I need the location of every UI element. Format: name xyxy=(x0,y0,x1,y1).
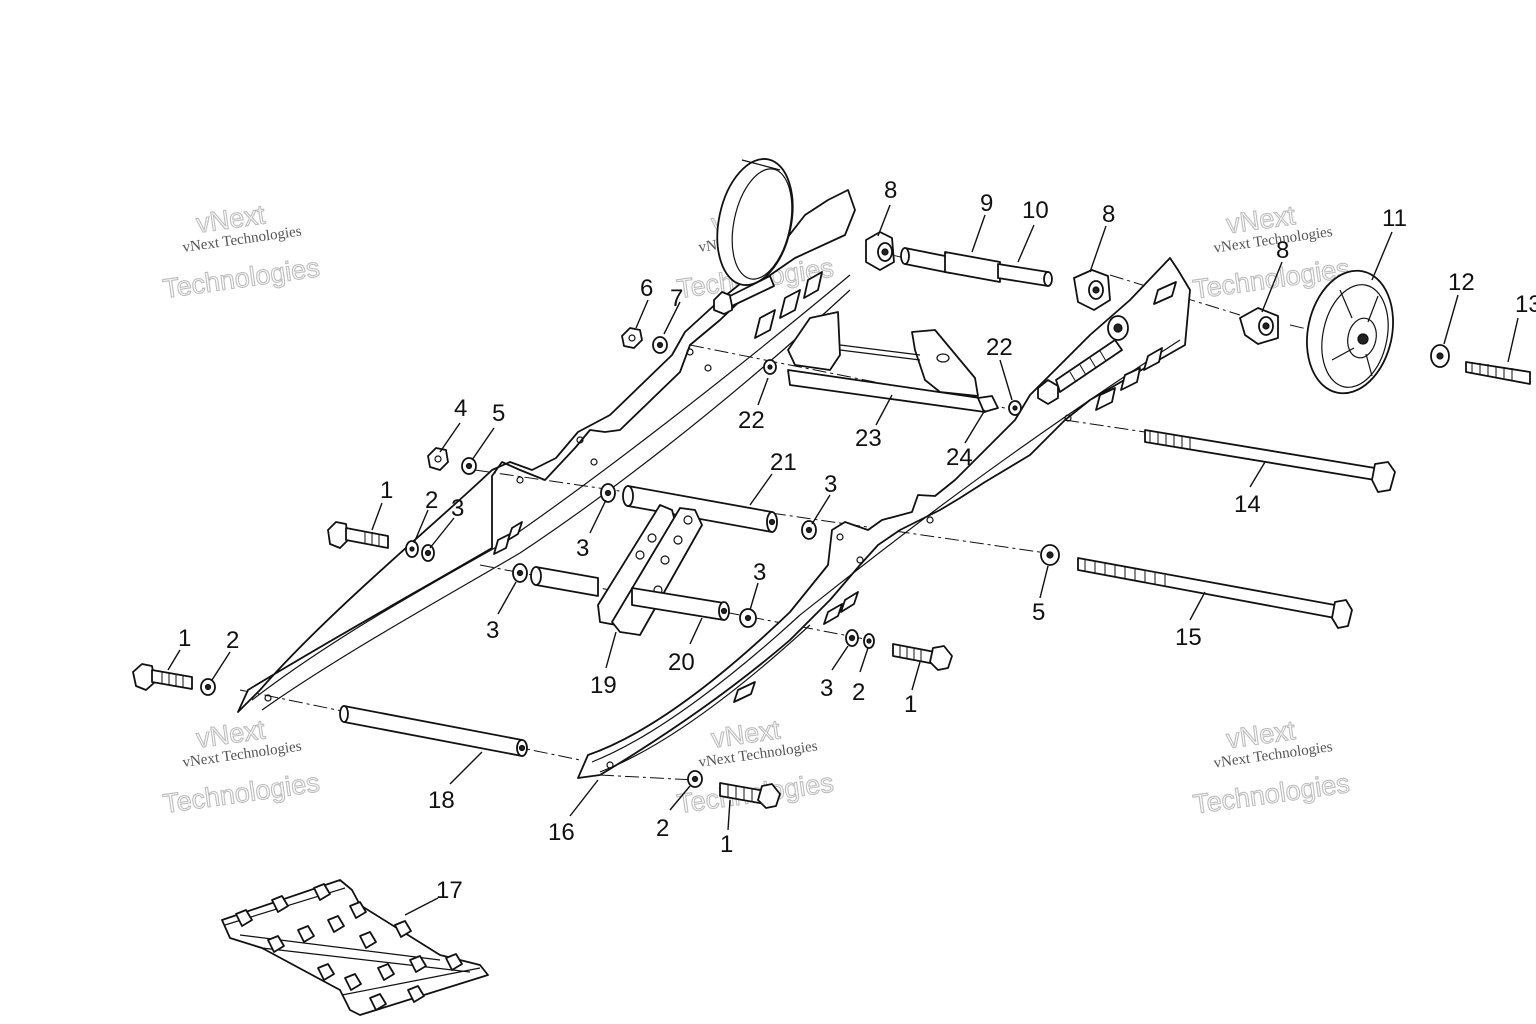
washer-12 xyxy=(1430,344,1450,368)
callout-5: 5 xyxy=(492,400,505,427)
callout-7: 7 xyxy=(670,285,683,312)
bolt-15 xyxy=(1077,557,1353,629)
callout-8: 8 xyxy=(1276,237,1289,264)
callout-15: 15 xyxy=(1175,624,1202,651)
spacer-8-left xyxy=(865,231,895,271)
bolt-1-front-left xyxy=(132,663,193,691)
tube-18 xyxy=(339,705,528,757)
callout-9: 9 xyxy=(980,190,993,217)
callout-11: 11 xyxy=(1382,205,1407,232)
washer-3-mid-left xyxy=(421,544,435,562)
washer-3-lower-left xyxy=(512,563,528,583)
nut-6 xyxy=(621,327,643,349)
callout-8: 8 xyxy=(884,177,897,204)
watermark-bottom-left: vNext vNext Technologies Technologies xyxy=(161,714,322,820)
left-rail xyxy=(237,189,856,713)
callout-23: 23 xyxy=(855,425,882,452)
washer-3-upper-left xyxy=(600,483,616,503)
leader-lines xyxy=(167,204,1519,916)
callout-22: 22 xyxy=(738,407,765,434)
bolt-13 xyxy=(1465,361,1531,385)
callouts: 1 2 3 3 4 5 3 21 3 1 2 3 3 1 2 20 19 18 … xyxy=(178,177,1536,904)
callout-12: 12 xyxy=(1448,269,1475,296)
callout-2: 2 xyxy=(425,487,438,514)
callout-3: 3 xyxy=(824,471,837,498)
callout-1: 1 xyxy=(904,691,917,718)
washer-2-front-left xyxy=(200,678,216,696)
tube-20 xyxy=(530,566,730,621)
watermark-technologies: Technologies xyxy=(1191,768,1351,820)
callout-18: 18 xyxy=(428,787,455,814)
bolt-1-mid-left xyxy=(327,521,389,549)
callout-1: 1 xyxy=(380,477,393,504)
callout-10: 10 xyxy=(1022,197,1049,224)
washer-3-lower-right xyxy=(739,608,757,628)
track-adjuster-bolt xyxy=(1037,315,1129,405)
callout-3: 3 xyxy=(576,535,589,562)
rear-pin-24 xyxy=(977,395,1022,416)
washer-5-right xyxy=(1040,544,1060,566)
rear-wheel-right xyxy=(1306,269,1394,395)
callout-6: 6 xyxy=(640,275,653,302)
callout-3: 3 xyxy=(820,675,833,702)
washer-5-left xyxy=(461,457,477,475)
right-rail xyxy=(577,257,1191,779)
callout-16: 16 xyxy=(548,819,575,846)
washer-7 xyxy=(652,336,668,354)
shaft-9 xyxy=(900,247,951,274)
callout-4: 4 xyxy=(454,395,467,422)
shaft-10 xyxy=(944,251,1053,287)
callout-21: 21 xyxy=(770,449,797,476)
washer-2-mid-left xyxy=(405,540,419,558)
callout-17: 17 xyxy=(436,877,463,904)
rear-wheel-left xyxy=(716,158,794,286)
rear-cross-shaft xyxy=(787,311,986,413)
callout-2: 2 xyxy=(226,627,239,654)
washer-2-mid-right xyxy=(863,633,875,649)
pivot-bracket-19 xyxy=(597,504,703,636)
tube-21 xyxy=(622,485,778,533)
callout-8: 8 xyxy=(1102,201,1115,228)
spacer-8-mid xyxy=(1073,269,1111,311)
washer-3-upper-right xyxy=(801,520,817,540)
watermark-bottom-center: vNext vNext Technologies Technologies xyxy=(675,714,836,820)
watermark-top-left: vNext vNext Technologies Technologies xyxy=(161,199,322,305)
callout-19: 19 xyxy=(590,672,617,699)
callout-5: 5 xyxy=(1032,599,1045,626)
callout-2: 2 xyxy=(852,679,865,706)
callout-22: 22 xyxy=(986,334,1013,361)
watermark-technologies: Technologies xyxy=(161,767,321,819)
nut-4 xyxy=(427,447,449,471)
callout-20: 20 xyxy=(668,649,695,676)
callout-1: 1 xyxy=(720,831,733,858)
callout-3: 3 xyxy=(486,617,499,644)
washer-3-mid-right xyxy=(845,629,859,647)
callout-3: 3 xyxy=(451,495,464,522)
callout-1: 1 xyxy=(178,625,191,652)
washer-2-front-right xyxy=(687,770,703,788)
bolt-1-mid-right xyxy=(892,643,953,671)
callout-2: 2 xyxy=(656,815,669,842)
callout-14: 14 xyxy=(1234,491,1261,518)
callout-13: 13 xyxy=(1515,291,1536,318)
track-section-17 xyxy=(221,879,489,1016)
bolt-1-front-right xyxy=(719,782,781,809)
left-axle-bolt xyxy=(713,275,775,315)
watermark-technologies: Technologies xyxy=(161,252,321,304)
watermark-bottom-right: vNext vNext Technologies Technologies xyxy=(1191,715,1352,821)
spacer-8-right xyxy=(1239,307,1279,345)
washer-22-left xyxy=(763,359,777,375)
bolt-14 xyxy=(1144,429,1396,493)
callout-3: 3 xyxy=(753,559,766,586)
callout-24: 24 xyxy=(946,444,973,471)
